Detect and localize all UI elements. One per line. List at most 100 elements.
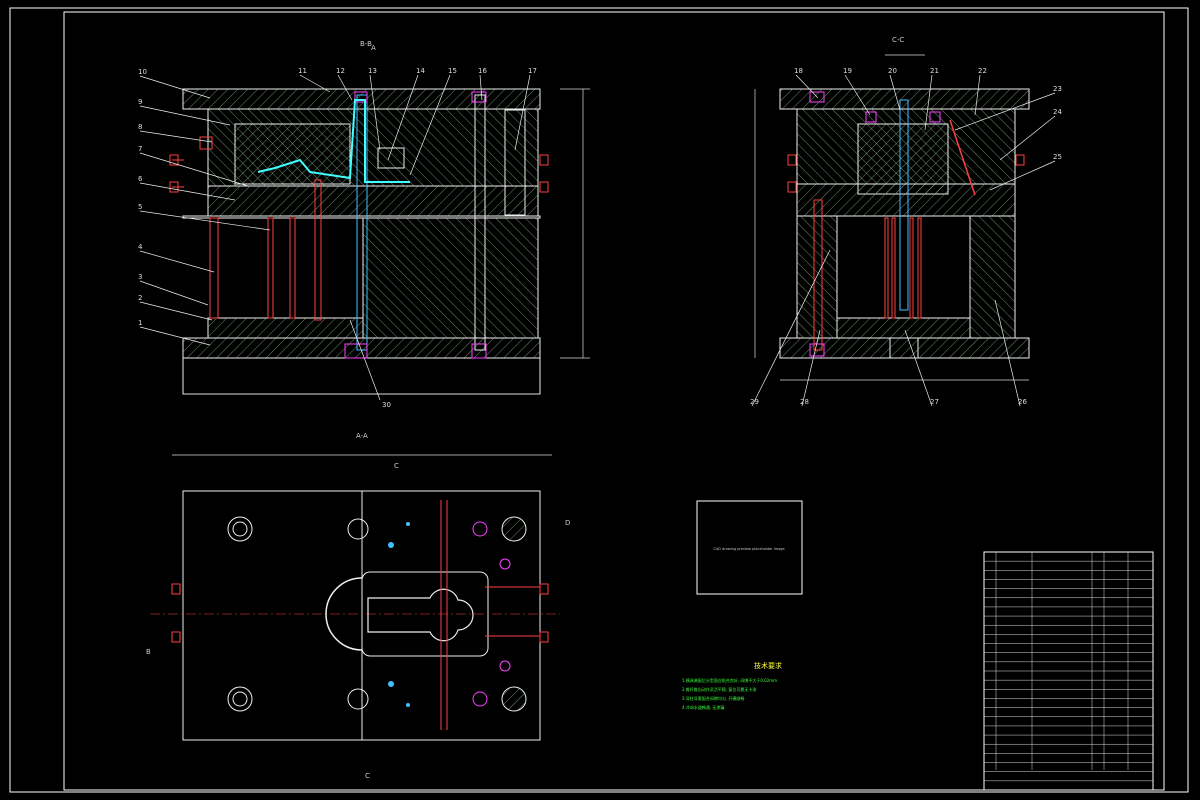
leader-9-label: 9 xyxy=(138,98,142,106)
section-mark-b: B xyxy=(146,648,151,656)
top-leaders-right: 18 19 20 21 22 xyxy=(794,67,987,131)
ejector-pin-2 xyxy=(267,217,274,319)
a-return-pins xyxy=(472,521,511,707)
leader-29-label: 29 xyxy=(750,398,759,406)
note-line-4: 4.冷却水道畅通, 无渗漏 xyxy=(682,704,724,710)
inner-frame xyxy=(63,11,1165,791)
c-cavity-insert xyxy=(857,123,949,195)
leader-24-label: 24 xyxy=(1053,108,1062,116)
leader-21-label: 21 xyxy=(930,67,939,75)
view-c-c-label: C-C xyxy=(892,36,904,44)
leader-2: 2 xyxy=(138,294,213,321)
note-line-2: 2.推杆推出动作灵活平稳, 复位可靠无卡滞 xyxy=(682,686,756,692)
leader-3: 3 xyxy=(138,273,209,306)
c-sprue xyxy=(899,99,909,311)
leader-7-label: 7 xyxy=(138,145,142,153)
cavity-insert xyxy=(234,123,351,185)
technical-notes: 技术要求 1.模具装配后分型面应贴合良好, 间隙不大于0.02mm 2.推杆推出… xyxy=(682,661,782,710)
leader-24: 24 xyxy=(999,108,1062,161)
screw-bottom-2 xyxy=(471,343,487,359)
leader-28-label: 28 xyxy=(800,398,809,406)
spacer-block-right xyxy=(362,217,539,339)
placeholder-text: CAD drawing preview placeholder image xyxy=(713,547,784,551)
section-mark-d: D xyxy=(565,519,570,527)
note-line-3: 3.导柱导套配合间隙均匀, 开模顺畅 xyxy=(682,695,744,701)
base-outline xyxy=(182,357,541,395)
view-a-a-label: A-A xyxy=(356,432,368,440)
leader-15-label: 15 xyxy=(448,67,457,75)
leader-4-label: 4 xyxy=(138,243,143,251)
a-part-outline xyxy=(367,588,474,642)
left-leaders: 10 9 8 7 6 5 4 3 2 1 xyxy=(138,68,271,346)
c-right-leg xyxy=(969,215,1016,339)
leader-2-label: 2 xyxy=(138,294,142,302)
leader-20: 20 xyxy=(888,67,901,111)
leader-28: 28 xyxy=(800,329,821,407)
part-profile xyxy=(257,99,410,183)
section-mark-a-top: A xyxy=(371,44,376,52)
leader-26: 26 xyxy=(994,299,1027,407)
preview-placeholder-box: CAD drawing preview placeholder image xyxy=(696,500,803,595)
c-ejector-pins xyxy=(813,199,922,351)
angled-pin xyxy=(949,119,976,196)
leader-14: 14 xyxy=(387,67,425,161)
notes-title: 技术要求 xyxy=(754,661,782,670)
c-ejector-plate xyxy=(836,317,971,339)
note-line-1: 1.模具装配后分型面应贴合良好, 间隙不大于0.02mm xyxy=(682,677,777,683)
ejector-pin-3 xyxy=(289,217,296,319)
bill-of-materials-table xyxy=(983,551,1154,791)
leader-21: 21 xyxy=(924,67,939,131)
leader-7: 7 xyxy=(138,145,249,187)
leader-15: 15 xyxy=(409,67,457,176)
leader-6-label: 6 xyxy=(138,175,143,183)
leader-23: 23 xyxy=(954,85,1062,131)
leader-3-label: 3 xyxy=(138,273,142,281)
leader-23-label: 23 xyxy=(1053,85,1062,93)
a-gate-arc xyxy=(325,577,363,651)
leader-10-label: 10 xyxy=(138,68,147,76)
leader-30-label: 30 xyxy=(382,401,391,409)
screw-top-2 xyxy=(471,91,487,103)
ejector-retainer xyxy=(207,317,364,339)
core-plate xyxy=(207,185,539,217)
view-b-b: B-B A xyxy=(138,40,590,409)
sprue-bushing xyxy=(356,94,368,351)
leader-13: 13 xyxy=(368,67,381,151)
leader-25: 25 xyxy=(989,153,1062,191)
leader-8: 8 xyxy=(138,123,213,143)
slider-block xyxy=(377,147,405,169)
water-fitting-right xyxy=(539,154,549,193)
leader-18-label: 18 xyxy=(794,67,803,75)
leader-13-label: 13 xyxy=(368,67,377,75)
leader-11: 11 xyxy=(298,67,331,93)
leader-29: 29 xyxy=(750,249,831,407)
leader-22-label: 22 xyxy=(978,67,987,75)
leader-16: 16 xyxy=(478,67,487,101)
c-fittings xyxy=(787,154,1025,193)
leader-6: 6 xyxy=(138,175,236,201)
ejector-pin-1 xyxy=(209,217,219,319)
leader-17-label: 17 xyxy=(528,67,537,75)
leader-1: 1 xyxy=(138,319,211,346)
leader-19: 19 xyxy=(843,67,871,116)
leader-5-label: 5 xyxy=(138,203,142,211)
leader-5: 5 xyxy=(138,203,271,231)
screw-bottom-1 xyxy=(344,343,368,359)
leader-8-label: 8 xyxy=(138,123,142,131)
leader-26-label: 26 xyxy=(1018,398,1027,406)
leader-19-label: 19 xyxy=(843,67,852,75)
leader-1-label: 1 xyxy=(138,319,142,327)
return-pin xyxy=(474,94,486,351)
view-a-a: A-A C D B xyxy=(146,432,570,780)
leader-4: 4 xyxy=(138,243,215,273)
a-cyan-holes xyxy=(388,522,410,707)
ejector-pin-4 xyxy=(314,179,322,321)
leader-20-label: 20 xyxy=(888,67,897,75)
view-b-b-label: B-B xyxy=(360,40,372,48)
leader-10: 10 xyxy=(138,68,211,99)
c-core-plate xyxy=(796,183,1016,217)
